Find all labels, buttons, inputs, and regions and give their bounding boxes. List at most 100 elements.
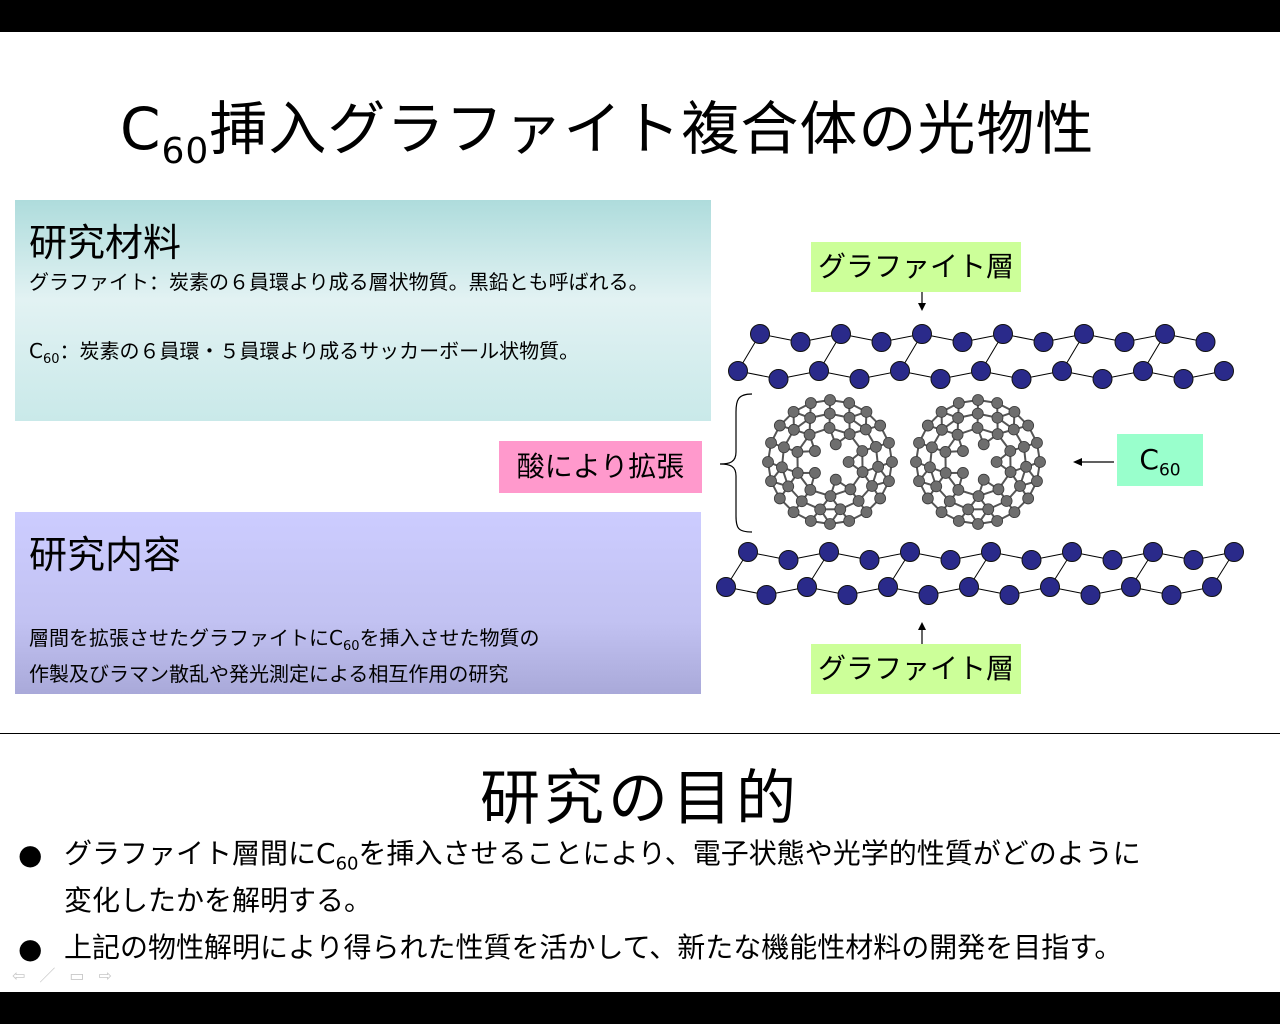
c60-atom [930,480,943,493]
bullet1-rest: を挿入させることにより、電子状態や光学的性質がどのように [358,837,1141,870]
c60-label-sub: 60 [1158,460,1181,481]
carbon-atom [1202,577,1222,597]
carbon-atom [900,542,920,562]
carbon-atom [750,324,770,344]
materials-line-c60: C60：炭素の６員環・５員環より成るサッカーボール状物質。 [29,335,579,367]
bullet-1-text: グラファイト層間にC60を挿入させることにより、電子状態や光学的性質がどのように [64,830,1141,888]
c60-atom [886,456,898,468]
c60-atom [814,503,827,516]
c60-atom [951,428,964,441]
c60-atom [1018,440,1030,453]
carbon-atom [918,585,939,605]
c60-atom [957,467,969,479]
c60-atom [972,394,984,406]
c60-atom [844,483,857,496]
c60-atom [1022,419,1035,432]
c60-c: C [29,339,43,363]
c60-atom [872,460,885,473]
carbon-atom [1114,332,1135,352]
c60-atom [874,419,887,432]
c60-atom [787,506,800,519]
carbon-atom [1224,542,1244,562]
research-heading: 研究内容 [29,533,182,577]
carbon-atom [940,550,961,570]
carbon-atom [716,577,736,597]
carbon-atom [1080,585,1101,605]
c60-atom [829,438,842,451]
carbon-atom [1040,577,1060,597]
carbon-atom [1092,369,1113,389]
c60-atom [921,492,934,505]
c60-atom [778,441,790,454]
materials-box: 研究材料 グラファイト：炭素の６員環より成る層状物質。黒鉛とも呼ばれる。 C60… [15,200,711,421]
bullet1-sub: 60 [335,853,359,875]
c60-atom [824,490,837,502]
c60-atom [856,466,869,478]
c60-atom [977,438,990,451]
c60-atom [952,483,965,496]
c60-atom [843,397,856,409]
c60-atom [860,405,873,418]
c60-atom [874,492,887,505]
bullet-2-text: 上記の物性解明により得られた性質を活かして、新たな機能性材料の開発を目指す。 [64,931,1123,964]
carbon-atom [890,361,910,381]
c60-atom [972,490,985,502]
bullet-1-line-2: 変化したかを解明する。 [64,884,373,917]
c60-atom [824,518,836,530]
prev-slide-icon[interactable]: ⇦ [12,966,26,985]
next-slide-icon[interactable]: ⇨ [98,966,112,985]
carbon-atom [1195,332,1216,352]
c60-atom [765,436,777,449]
menu-icon[interactable]: ▭ [69,966,85,985]
c60-atom [1008,506,1021,519]
arrow-c60-head [1073,458,1082,466]
c60-atom [791,446,804,458]
arrow-graphite-bottom-head [918,622,926,630]
c60-atom [1000,495,1013,507]
bullet-2-marker: ● [18,932,43,965]
carbon-atom [871,332,892,352]
c60-atom [762,456,774,468]
research-line1-prefix: 層間を拡張させたグラファイトにC [29,626,343,650]
c60-atom [883,436,895,449]
title-c: C [120,95,162,163]
carbon-atom [778,550,799,570]
carbon-atom [837,585,858,605]
c60-atom [829,473,842,486]
carbon-atom [930,369,951,389]
section-divider [0,733,1280,734]
pen-icon[interactable]: ／ [39,966,56,985]
carbon-atom [738,542,758,562]
c60-atom [952,515,965,527]
c60-atom [991,515,1004,527]
carbon-atom [819,542,839,562]
c60-atom [773,419,786,432]
carbon-atom [1183,550,1204,570]
c60-molecule [762,394,898,530]
c60-atom [991,428,1004,441]
c60-atom [939,446,952,458]
c60-atom [1014,480,1026,492]
carbon-atom [1033,332,1054,352]
c60-atom [971,422,984,434]
c60-atom [990,456,1003,468]
c60-atom [809,445,821,457]
c60-atom [939,467,952,479]
carbon-atom [959,577,979,597]
slide: C60挿入グラファイト複合体の光物性 研究材料 グラファイト：炭素の６員環より成… [0,32,1280,992]
c60-atom [991,411,1004,424]
carbon-atom [1214,361,1234,381]
c60-atom [795,495,808,508]
carbon-atom [1121,577,1141,597]
materials-heading: 研究材料 [29,221,182,265]
c60-atom [1007,423,1020,436]
c60-atom [870,440,882,453]
research-line-1: 層間を拡張させたグラファイトにC60を挿入させた物質の [29,622,540,654]
c60-atom [926,441,938,454]
carbon-atom [1161,585,1182,605]
materials-line-graphite: グラファイト：炭素の６員環より成る層状物質。黒鉛とも呼ばれる。 [29,270,649,294]
bullet-1-marker: ● [18,838,43,871]
c60-atom [935,405,948,418]
carbon-atom [728,361,748,381]
c60-atom [913,436,925,449]
